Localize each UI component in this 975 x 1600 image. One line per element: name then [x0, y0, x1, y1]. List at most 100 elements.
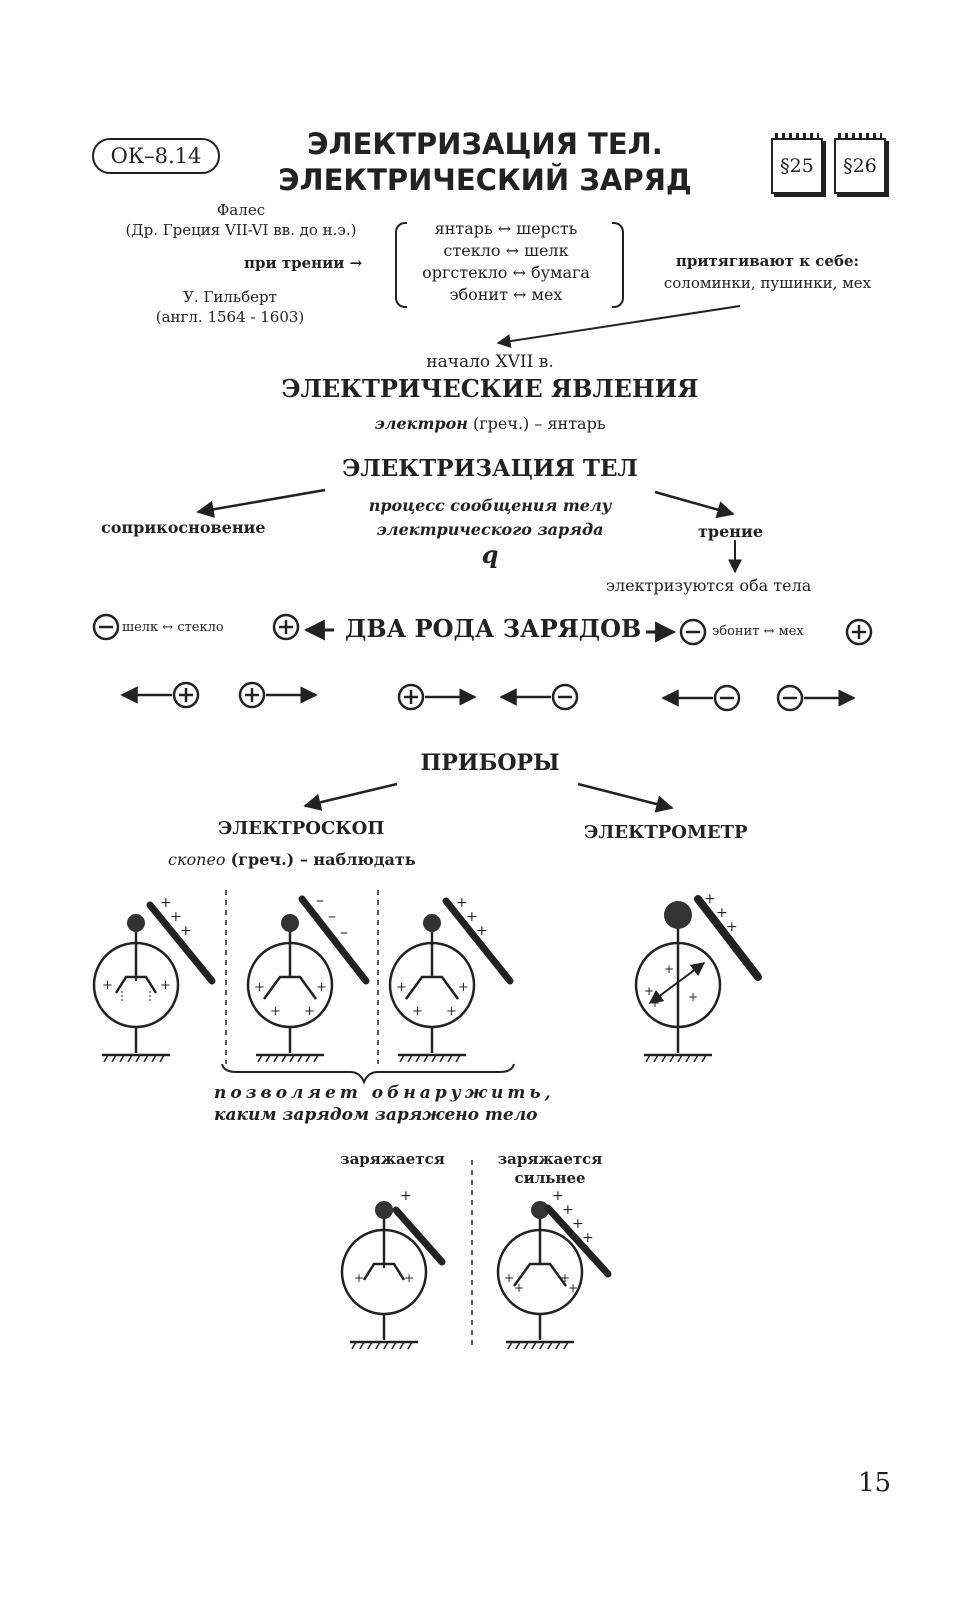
pairs-bracket-left	[395, 222, 407, 308]
etym-rest: (греч.) – наблюдать	[230, 850, 416, 869]
topic-code-badge: ОК–8.14	[92, 138, 220, 174]
right-pair-label: эбонит ↔ мех	[712, 624, 804, 639]
svg-text:+: +	[456, 895, 468, 911]
like-negative-repel	[661, 684, 856, 712]
electroscope-weak-charge: + + +	[342, 1188, 446, 1349]
svg-text:+: +	[726, 919, 738, 935]
gilbert-name: У. Гильберт	[183, 288, 277, 306]
attract-items: соломинки, пушинки, мех	[663, 274, 872, 292]
title-line-2: ЭЛЕКТРИЧЕСКИЙ ЗАРЯД	[278, 163, 692, 197]
svg-text:+: +	[466, 909, 478, 925]
charged-more-label: заряжается сильнее	[480, 1150, 620, 1188]
svg-text:+: +	[664, 962, 674, 976]
attract-label: притягивают к себе:	[675, 252, 860, 270]
svg-text:+: +	[476, 923, 488, 939]
svg-text:+: +	[102, 978, 113, 993]
svg-text:–: –	[316, 890, 324, 909]
phenomena-etymology: электрон (греч.) – янтарь	[300, 414, 680, 433]
svg-text:+: +	[704, 891, 716, 907]
svg-text:+: +	[568, 1281, 578, 1295]
etym-rest: (греч.) – янтарь	[473, 414, 606, 433]
electrometer-label: ЭЛЕКТРОМЕТР	[584, 822, 748, 843]
etym-word: скопео	[168, 850, 226, 869]
svg-text:+: +	[582, 1230, 594, 1246]
electroscope-diagram: + + + + + + +	[390, 895, 514, 1062]
pair-item: стекло ↔ шелк	[443, 241, 569, 260]
gilbert-era: (англ. 1564 - 1603)	[155, 308, 305, 326]
both-bodies-label: электризуются оба тела	[606, 576, 812, 595]
svg-text:+: +	[270, 1004, 281, 1019]
section-ref-25: §25	[771, 133, 823, 194]
svg-text:+: +	[688, 990, 698, 1004]
charges-title: ДВА РОДА ЗАРЯДОВ	[345, 614, 642, 643]
allows-line-1: позволяет обнаружить,	[214, 1083, 555, 1103]
thales-era: (Др. Греция VII-VI вв. до н.э.)	[125, 221, 357, 239]
friction-method-label: трение	[698, 522, 764, 541]
page-title: ЭЛЕКТРИЗАЦИЯ ТЕЛ. ЭЛЕКТРИЧЕСКИЙ ЗАРЯД	[260, 126, 710, 198]
attract-block: притягивают к себе: соломинки, пушинки, …	[630, 250, 905, 294]
etym-word: электрон	[374, 414, 468, 433]
electroscope-strong-charge: + + + + + + + +	[498, 1188, 612, 1349]
phenomena-title: ЭЛЕКТРИЧЕСКИЕ ЯВЛЕНИЯ	[281, 374, 699, 403]
svg-text:+: +	[572, 1216, 584, 1232]
svg-text:+: +	[446, 1004, 457, 1019]
contact-label: соприкосновение	[101, 518, 266, 537]
section-ref-26: §26	[834, 133, 886, 194]
electroscope-diagram: – – – + + + +	[248, 890, 370, 1062]
thales-block: Фалес (Др. Греция VII-VI вв. до н.э.)	[88, 200, 394, 240]
title-line-1: ЭЛЕКТРИЗАЦИЯ ТЕЛ.	[307, 127, 663, 161]
svg-text:+: +	[160, 895, 172, 911]
svg-text:+: +	[354, 1271, 364, 1285]
svg-text:+: +	[160, 978, 171, 993]
electroscope-diagram: + + + + +	[94, 895, 216, 1062]
charged-more-line-2: сильнее	[514, 1169, 586, 1187]
svg-text:+: +	[412, 1004, 423, 1019]
pair-item: янтарь ↔ шерсть	[434, 219, 578, 238]
svg-text:+: +	[458, 980, 469, 995]
allows-caption: позволяет обнаружить, каким зарядом заря…	[214, 1082, 555, 1126]
charged-more-line-1: заряжается	[497, 1150, 603, 1168]
svg-text:+: +	[170, 909, 182, 925]
friction-pairs-list: янтарь ↔ шерсть стекло ↔ шелк оргстекло …	[400, 218, 612, 306]
electrometer-diagram: + + + + + + +	[634, 891, 762, 1064]
opposite-attract	[397, 683, 579, 711]
svg-text:+: +	[504, 1271, 514, 1285]
friction-label: при трении →	[244, 254, 363, 272]
svg-text:–: –	[328, 906, 336, 925]
svg-text:+: +	[254, 980, 265, 995]
thales-name: Фалес	[216, 201, 266, 219]
svg-text:+: +	[304, 1004, 315, 1019]
electrification-definition: процесс сообщения телу электрического за…	[330, 494, 650, 568]
charged-label: заряжается	[340, 1150, 445, 1168]
svg-text:+: +	[716, 905, 728, 921]
pair-item: эбонит ↔ мех	[449, 285, 563, 304]
phenomena-era: начало XVII в.	[426, 352, 554, 372]
left-pair-label: шелк ↔ стекло	[122, 620, 224, 635]
svg-text:+: +	[400, 1188, 412, 1204]
electrification-title: ЭЛЕКТРИЗАЦИЯ ТЕЛ	[342, 455, 638, 482]
definition-line-2: электрического заряда	[376, 520, 604, 539]
page-number: 15	[858, 1468, 892, 1498]
pairs-bracket-right	[612, 222, 624, 308]
svg-text:+: +	[396, 980, 407, 995]
electroscope-etymology: скопео (греч.) – наблюдать	[168, 850, 416, 869]
gilbert-block: У. Гильберт (англ. 1564 - 1603)	[130, 287, 330, 327]
svg-text:+: +	[180, 923, 192, 939]
grouping-brace	[221, 1063, 515, 1085]
allows-line-2: каким зарядом заряжено тело	[214, 1105, 538, 1125]
svg-text:+: +	[650, 996, 660, 1010]
like-positive-repel	[120, 681, 318, 709]
svg-text:+: +	[644, 984, 654, 998]
svg-text:+: +	[404, 1271, 414, 1285]
svg-text:–: –	[340, 922, 348, 941]
svg-text:+: +	[552, 1188, 564, 1204]
definition-line-1: процесс сообщения телу	[368, 496, 612, 515]
svg-text:+: +	[514, 1281, 524, 1295]
pair-item: оргстекло ↔ бумага	[422, 263, 590, 282]
svg-text:+: +	[560, 1271, 570, 1285]
devices-title: ПРИБОРЫ	[420, 750, 560, 776]
charge-symbol: q	[481, 540, 499, 569]
svg-text:+: +	[562, 1202, 574, 1218]
electroscope-label: ЭЛЕКТРОСКОП	[218, 818, 385, 839]
svg-text:+: +	[316, 980, 327, 995]
